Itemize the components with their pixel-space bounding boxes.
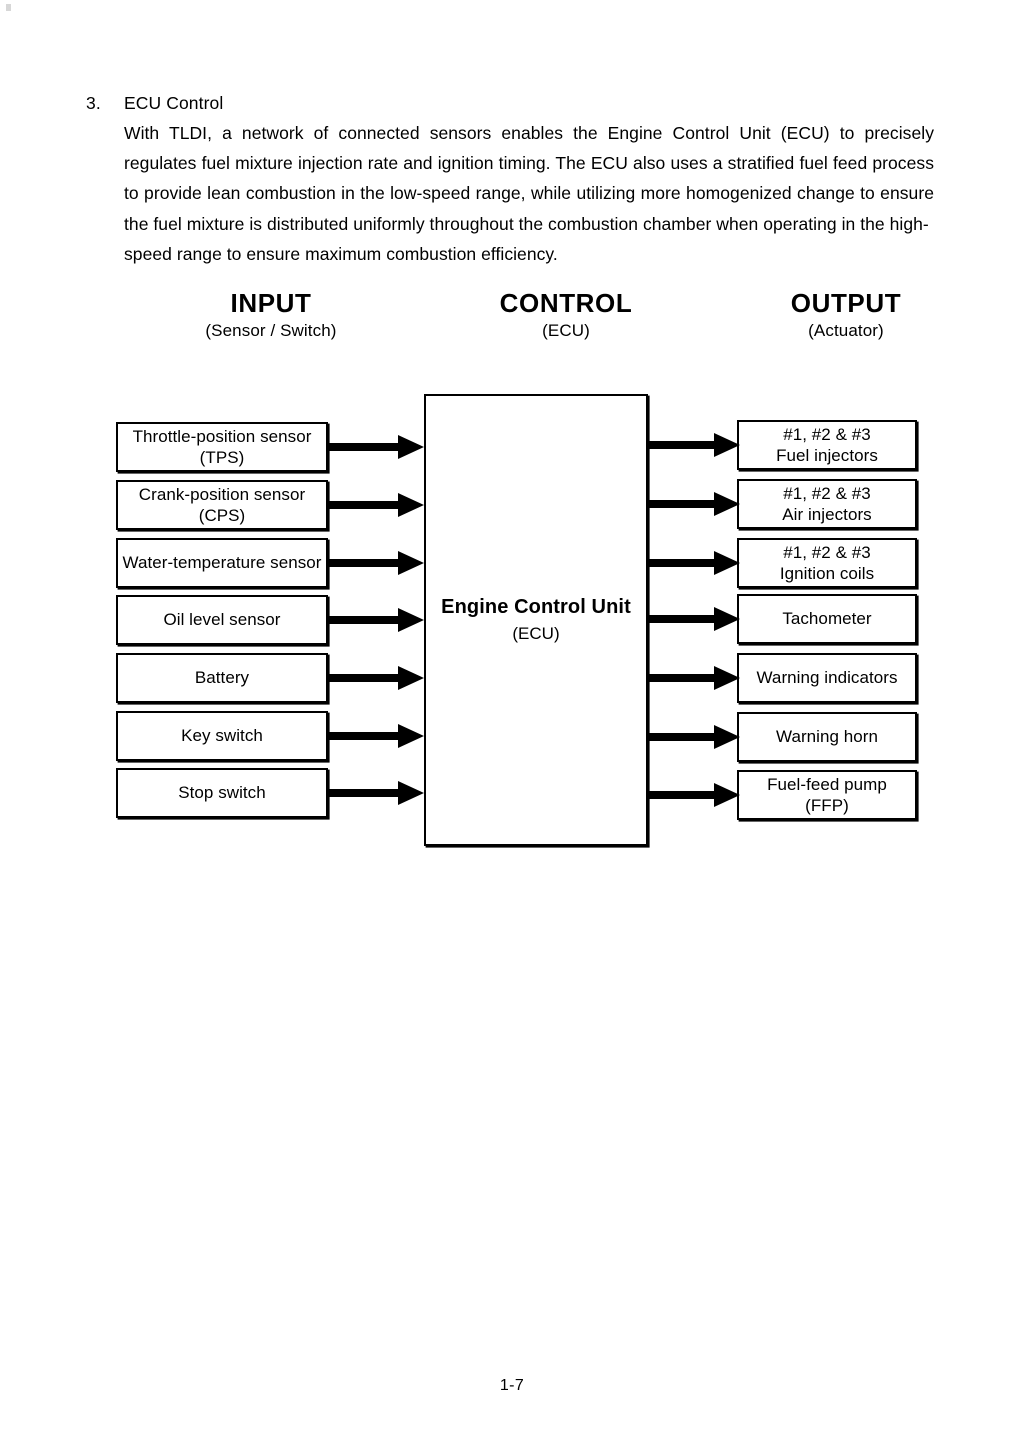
control-block-title: Engine Control Unit [441, 596, 631, 618]
page-footer: 1-7 [0, 1377, 1024, 1395]
input-node-water-temperature-sensor: Water-temperature sensor [116, 538, 328, 588]
output-node-label-line2: (FFP) [805, 796, 849, 815]
section-number: 3. [86, 93, 101, 113]
output-node-label-line1: Tachometer [782, 609, 872, 629]
output-node-label-line2: Ignition coils [779, 564, 875, 583]
arrow-output-air-injectors [648, 491, 740, 517]
arrow-output-fuel-feed-pump [648, 782, 740, 808]
column-header-output: OUTPUT (Actuator) [711, 288, 981, 344]
output-node-fuel-injectors: #1, #2 & #3 Fuel injectors [737, 420, 917, 470]
column-header-control: CONTROL (ECU) [431, 288, 701, 344]
section-paragraph: With TLDI, a network of connected sensor… [124, 118, 934, 269]
input-node-label-line1: Stop switch [178, 783, 266, 803]
output-node-label-line2: Fuel injectors [776, 446, 878, 465]
arrow-input-oil-level-sensor [328, 607, 424, 633]
arrow-input-throttle-position-sensor [328, 434, 424, 460]
paragraph-last-line: speed range to ensure maximum combustion… [124, 243, 558, 264]
arrow-output-warning-indicators [648, 665, 740, 691]
column-header-input-title: INPUT [230, 288, 312, 318]
output-node-fuel-feed-pump: Fuel-feed pump (FFP) [737, 770, 917, 820]
output-node-label-line1: #1, #2 & #3 [783, 483, 871, 503]
input-node-label-line1: Key switch [181, 726, 263, 746]
column-header-control-title: CONTROL [499, 288, 633, 318]
control-block-ecu: Engine Control Unit (ECU) [424, 394, 648, 846]
input-node-throttle-position-sensor: Throttle-position sensor (TPS) [116, 422, 328, 472]
section-heading: 3. ECU Control [86, 88, 934, 118]
arrow-input-water-temperature-sensor [328, 550, 424, 576]
input-node-label-line1: Battery [194, 668, 250, 688]
output-node-warning-horn: Warning horn [737, 712, 917, 762]
arrow-output-warning-horn [648, 724, 740, 750]
arrow-input-key-switch [328, 723, 424, 749]
input-node-label-line1: Crank-position sensor [138, 484, 306, 504]
input-node-label-line2: (TPS) [199, 448, 245, 467]
section-ecu-control: 3. ECU Control With TLDI, a network of c… [86, 88, 934, 269]
input-node-label-line1: Oil level sensor [163, 610, 281, 630]
paragraph-text: With TLDI, a network of connected sensor… [124, 123, 934, 234]
diagram-column-headers: INPUT (Sensor / Switch) CONTROL (ECU) OU… [86, 288, 938, 348]
output-node-tachometer: Tachometer [737, 594, 917, 644]
output-node-label-line2: Air injectors [782, 505, 872, 524]
arrow-input-stop-switch [328, 780, 424, 806]
input-node-key-switch: Key switch [116, 711, 328, 761]
arrow-input-crank-position-sensor [328, 492, 424, 518]
page-number: 1-7 [499, 1377, 525, 1394]
control-block-subtitle: (ECU) [512, 624, 560, 643]
arrow-output-ignition-coils [648, 550, 740, 576]
arrow-output-tachometer [648, 606, 740, 632]
input-node-label-line1: Water-temperature sensor [122, 553, 322, 573]
section-title: ECU Control [124, 93, 224, 113]
input-node-oil-level-sensor: Oil level sensor [116, 595, 328, 645]
arrow-output-fuel-injectors [648, 432, 740, 458]
column-header-output-title: OUTPUT [790, 288, 902, 318]
input-node-battery: Battery [116, 653, 328, 703]
scan-artifact-speck [6, 4, 11, 11]
output-node-label-line1: Warning indicators [756, 668, 898, 688]
column-header-input-subtitle: (Sensor / Switch) [205, 321, 337, 340]
arrow-input-battery [328, 665, 424, 691]
output-node-air-injectors: #1, #2 & #3 Air injectors [737, 479, 917, 529]
output-node-label-line1: #1, #2 & #3 [783, 542, 871, 562]
input-node-stop-switch: Stop switch [116, 768, 328, 818]
output-node-warning-indicators: Warning indicators [737, 653, 917, 703]
column-header-input: INPUT (Sensor / Switch) [136, 288, 406, 344]
output-node-label-line1: Fuel-feed pump [767, 774, 887, 794]
input-node-crank-position-sensor: Crank-position sensor (CPS) [116, 480, 328, 530]
output-node-ignition-coils: #1, #2 & #3 Ignition coils [737, 538, 917, 588]
output-node-label-line1: Warning horn [775, 727, 879, 747]
output-node-label-line1: #1, #2 & #3 [783, 424, 871, 444]
column-header-output-subtitle: (Actuator) [808, 321, 884, 340]
column-header-control-subtitle: (ECU) [542, 321, 590, 340]
input-node-label-line2: (CPS) [198, 506, 246, 525]
input-node-label-line1: Throttle-position sensor [132, 426, 312, 446]
